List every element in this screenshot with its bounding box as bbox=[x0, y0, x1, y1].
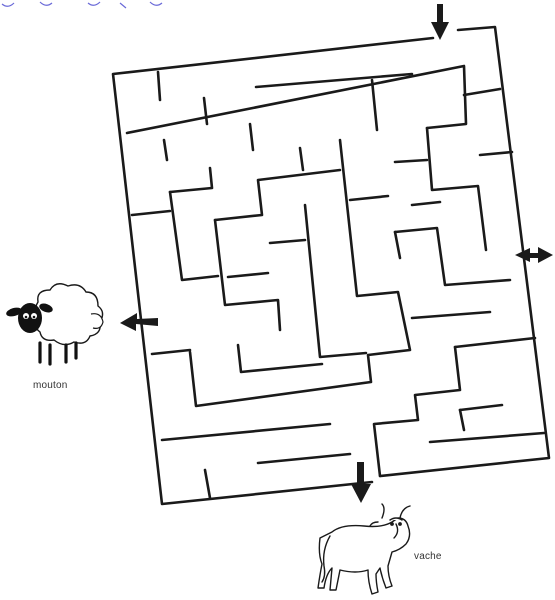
arrow-icon bbox=[431, 4, 449, 40]
maze-wall bbox=[410, 310, 492, 320]
maze-wall bbox=[393, 226, 512, 287]
maze-outer-wall-right bbox=[378, 25, 551, 478]
maze-wall bbox=[372, 345, 462, 478]
maze-wall bbox=[478, 150, 514, 157]
sheep-label: mouton bbox=[33, 380, 68, 391]
arrow-icon bbox=[120, 313, 158, 331]
maze bbox=[111, 25, 551, 506]
arrow-icon bbox=[351, 462, 371, 503]
maze-wall bbox=[168, 190, 220, 282]
maze-wall bbox=[303, 203, 368, 359]
cow-icon bbox=[317, 503, 411, 595]
maze-wall bbox=[213, 218, 282, 332]
maze-wall bbox=[425, 126, 488, 252]
maze-wall bbox=[188, 138, 412, 408]
cow-label: vache bbox=[414, 551, 442, 562]
maze-wall bbox=[213, 168, 342, 222]
maze-wall bbox=[168, 166, 214, 194]
maze-wall bbox=[268, 238, 307, 245]
maze-wall bbox=[393, 230, 402, 260]
maze-wall bbox=[226, 271, 270, 279]
maze-wall bbox=[162, 138, 169, 162]
top-scribble bbox=[1, 1, 163, 9]
maze-wall bbox=[160, 422, 332, 442]
maze-wall bbox=[453, 336, 537, 349]
maze-wall bbox=[393, 158, 429, 164]
maze-outer-wall bbox=[111, 36, 435, 506]
sheep-icon bbox=[6, 283, 104, 366]
maze-wall bbox=[458, 408, 466, 432]
arrow-icon bbox=[515, 247, 553, 263]
maze-wall bbox=[203, 468, 212, 500]
maze-wall bbox=[254, 72, 414, 89]
maze-wall bbox=[248, 122, 255, 152]
maze-wall bbox=[256, 452, 352, 465]
maze-wall bbox=[370, 78, 379, 132]
maze-wall bbox=[462, 87, 502, 97]
maze-wall bbox=[298, 146, 305, 172]
maze-wall bbox=[348, 194, 390, 202]
maze-wall bbox=[125, 64, 468, 135]
maze-wall bbox=[428, 431, 546, 444]
maze-wall bbox=[410, 200, 442, 207]
maze-wall bbox=[156, 70, 162, 102]
maze-wall bbox=[202, 96, 209, 126]
maze-wall bbox=[458, 403, 504, 412]
maze-wall bbox=[236, 343, 324, 374]
maze-wall bbox=[130, 209, 172, 217]
maze-wall bbox=[150, 348, 192, 356]
